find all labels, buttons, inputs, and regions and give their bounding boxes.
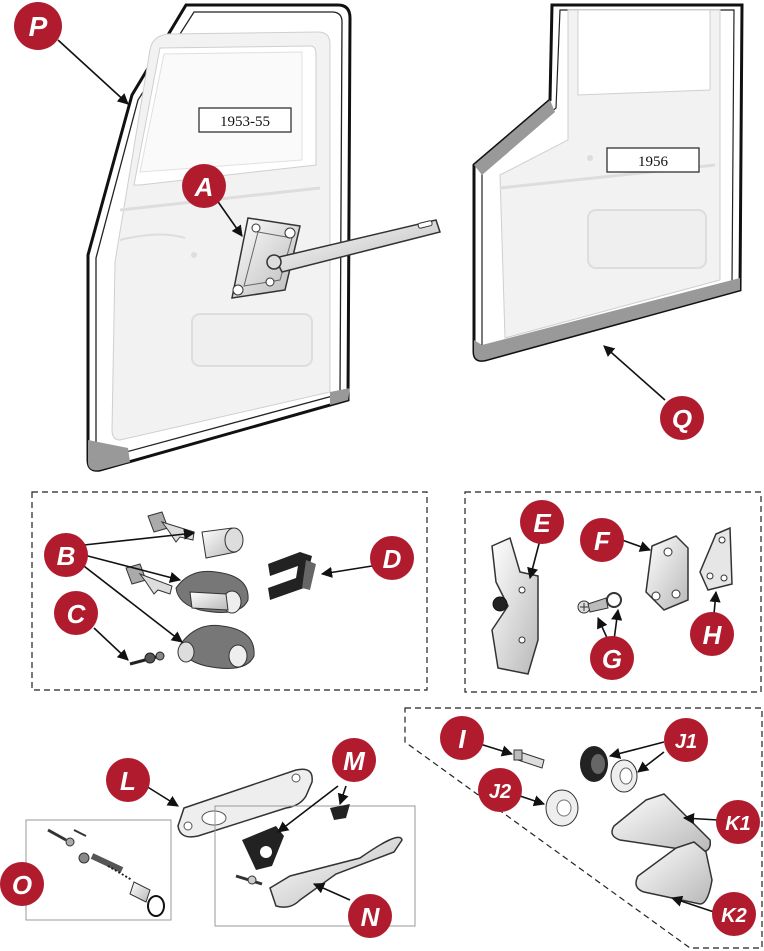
callout-badge-k2: K2	[712, 892, 756, 936]
callout-badge-f: F	[580, 518, 624, 562]
striker-part-f	[645, 535, 689, 611]
svg-text:J1: J1	[675, 731, 697, 753]
seal-part-j1-dark	[580, 746, 608, 782]
callout-badge-g: G	[590, 636, 634, 680]
plate-part-h	[699, 526, 733, 591]
callout-badge-l: L	[106, 758, 150, 802]
callout-badge-n: N	[348, 894, 392, 938]
svg-text:N: N	[361, 902, 381, 932]
callout-badge-o: O	[0, 862, 44, 906]
gasket-part-m-small	[330, 804, 350, 820]
retainer-clip-part-d	[268, 552, 316, 600]
svg-text:C: C	[67, 599, 87, 629]
window-regulator-part-a	[231, 217, 441, 299]
door-1953-55	[86, 3, 352, 472]
svg-text:J2: J2	[489, 781, 511, 803]
svg-text:B: B	[57, 541, 76, 571]
door-latch-part-e	[491, 536, 539, 675]
svg-text:K2: K2	[721, 905, 747, 927]
inside-handle-part-k2	[635, 841, 713, 905]
gasket-part-l	[177, 768, 313, 838]
handle-parts-box	[404, 707, 763, 949]
callout-badge-d: D	[370, 536, 414, 580]
callout-badge-e: E	[520, 500, 564, 544]
callout-badge-h: H	[690, 612, 734, 656]
svg-text:I: I	[458, 724, 466, 754]
callout-badge-k1: K1	[716, 800, 760, 844]
svg-text:O: O	[12, 870, 32, 900]
svg-text:A: A	[194, 172, 214, 202]
lock-cylinder-kit-box	[25, 819, 172, 921]
escutcheon-part-j2	[545, 789, 579, 827]
year-label-box-1956	[606, 147, 700, 173]
lock-cylinder-2	[175, 570, 249, 614]
seal-part-j1-light	[610, 759, 638, 793]
lock-cylinder-1	[201, 527, 244, 559]
svg-text:K1: K1	[725, 813, 751, 835]
callout-badge-m: M	[332, 738, 376, 782]
svg-text:E: E	[533, 508, 551, 538]
lock-cylinder-3	[177, 624, 255, 669]
svg-text:D: D	[383, 544, 402, 574]
callout-badge-i: I	[440, 716, 484, 760]
svg-text:G: G	[602, 644, 622, 674]
callout-badge-q: Q	[660, 396, 704, 440]
door-1956	[472, 3, 744, 362]
gasket-part-m-large	[242, 826, 284, 870]
latch-parts-box	[464, 491, 762, 693]
svg-text:H: H	[703, 620, 723, 650]
stud-part-i	[513, 749, 545, 769]
callout-badge-a: A	[182, 164, 226, 208]
svg-text:P: P	[29, 11, 48, 42]
svg-text:M: M	[343, 746, 366, 776]
year-label-1956: 1956	[638, 154, 669, 170]
outside-handle-part-n	[235, 836, 403, 908]
leader-arrows	[57, 39, 721, 913]
callout-badge-c: C	[54, 591, 98, 635]
svg-text:L: L	[120, 766, 136, 796]
lock-parts-box	[31, 491, 428, 691]
year-label-box-1953-55	[198, 107, 292, 133]
svg-text:F: F	[594, 526, 611, 556]
svg-text:Q: Q	[672, 404, 692, 434]
outside-handle-box	[214, 805, 416, 927]
callout-badge-p: P	[14, 2, 62, 50]
lock-rod-part-c	[129, 651, 165, 666]
lock-cylinder-kit-part-o	[47, 828, 165, 917]
year-label-1953-55: 1953-55	[220, 114, 270, 130]
key-2	[125, 563, 173, 595]
callout-badge-j2: J2	[478, 768, 522, 812]
callout-badge-j1: J1	[664, 718, 708, 762]
screw-and-washer-part-g	[577, 592, 622, 614]
callout-badge-b: B	[44, 533, 88, 577]
